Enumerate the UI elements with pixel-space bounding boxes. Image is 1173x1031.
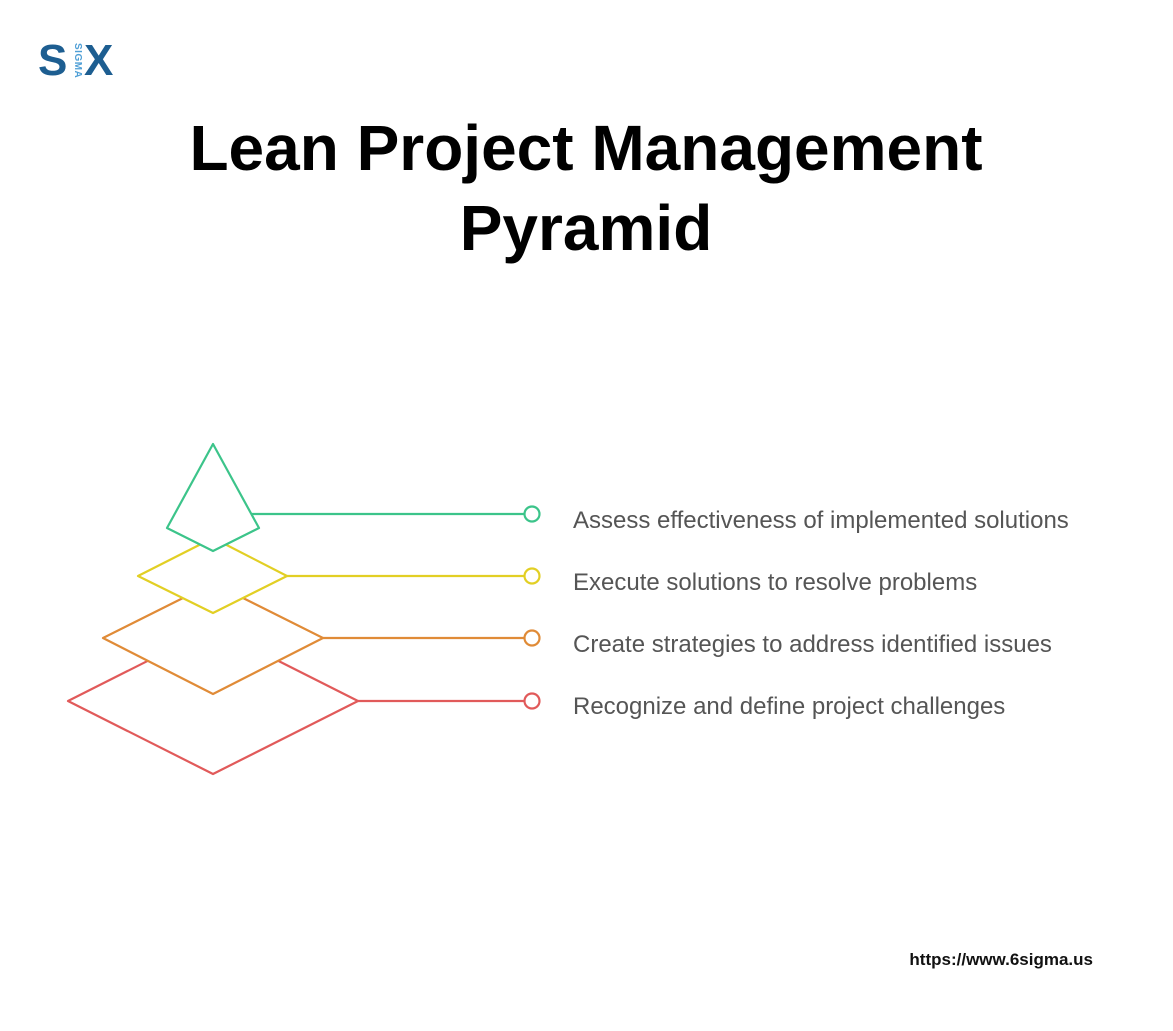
brand-logo: S SIGMA X [38,38,124,84]
level-3-marker-icon [523,629,541,647]
page-title: Lean Project Management Pyramid [86,108,1086,268]
level-4-label: Recognize and define project challenges [573,693,1005,720]
level-3-label: Create strategies to address identified … [573,631,1052,658]
pyramid-level-2: Execute solutions to resolve problems [136,536,977,615]
level-4-marker-icon [523,692,541,710]
footer-url-link[interactable]: https://www.6sigma.us [909,950,1093,969]
title-line-1: Lean Project Management [189,112,983,184]
logo-letter-x: X [84,36,114,85]
level-1-shape [165,442,261,553]
title-line-2: Pyramid [459,192,713,264]
logo-letter-s: S [38,36,68,85]
level-2-label: Execute solutions to resolve problems [573,569,977,596]
level-2-marker-icon [523,567,541,585]
level-1-label: Assess effectiveness of implemented solu… [573,507,1069,534]
pyramid-level-1: Assess effectiveness of implemented solu… [165,442,1069,553]
logo-sigma-text: SIGMA [72,43,83,79]
pyramid-level-3: Create strategies to address identified … [101,581,1052,696]
level-1-marker-icon [523,505,541,523]
